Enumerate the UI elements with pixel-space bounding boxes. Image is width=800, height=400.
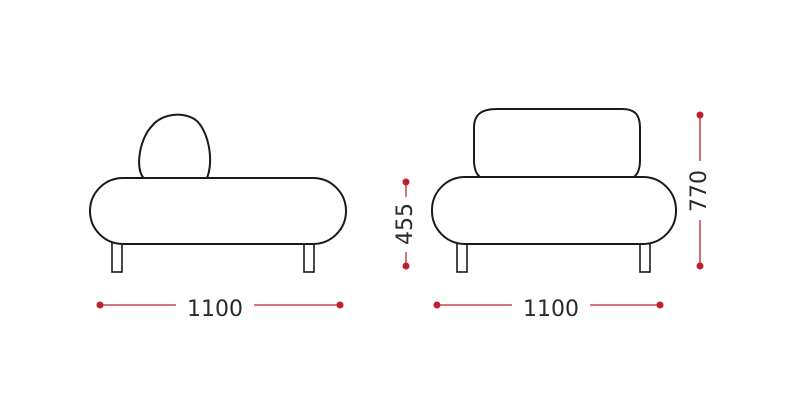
side-view-seat-cushion bbox=[89, 177, 347, 245]
left-width-start-dot bbox=[96, 301, 104, 309]
total-height-label: 770 bbox=[687, 170, 712, 212]
front-view-seat-cushion bbox=[431, 176, 677, 245]
left-width-end-dot bbox=[336, 301, 344, 309]
seat-height-top-dot bbox=[402, 178, 410, 186]
total-height-dimension: 770 bbox=[687, 111, 712, 270]
total-height-top-dot bbox=[696, 111, 704, 119]
side-view bbox=[89, 113, 347, 273]
front-view-backrest bbox=[473, 108, 641, 181]
seat-height-label: 455 bbox=[393, 203, 418, 245]
front-view bbox=[431, 108, 677, 273]
right-width-dimension: 1100 bbox=[433, 297, 664, 322]
total-height-bottom-dot bbox=[696, 262, 704, 270]
right-width-start-dot bbox=[433, 301, 441, 309]
seat-height-dimension: 455 bbox=[393, 178, 418, 270]
right-width-end-dot bbox=[656, 301, 664, 309]
seat-height-bottom-dot bbox=[402, 262, 410, 270]
right-width-label: 1100 bbox=[523, 297, 579, 322]
left-width-label: 1100 bbox=[187, 297, 243, 322]
left-width-dimension: 1100 bbox=[96, 297, 344, 322]
side-view-backrest bbox=[138, 113, 212, 181]
